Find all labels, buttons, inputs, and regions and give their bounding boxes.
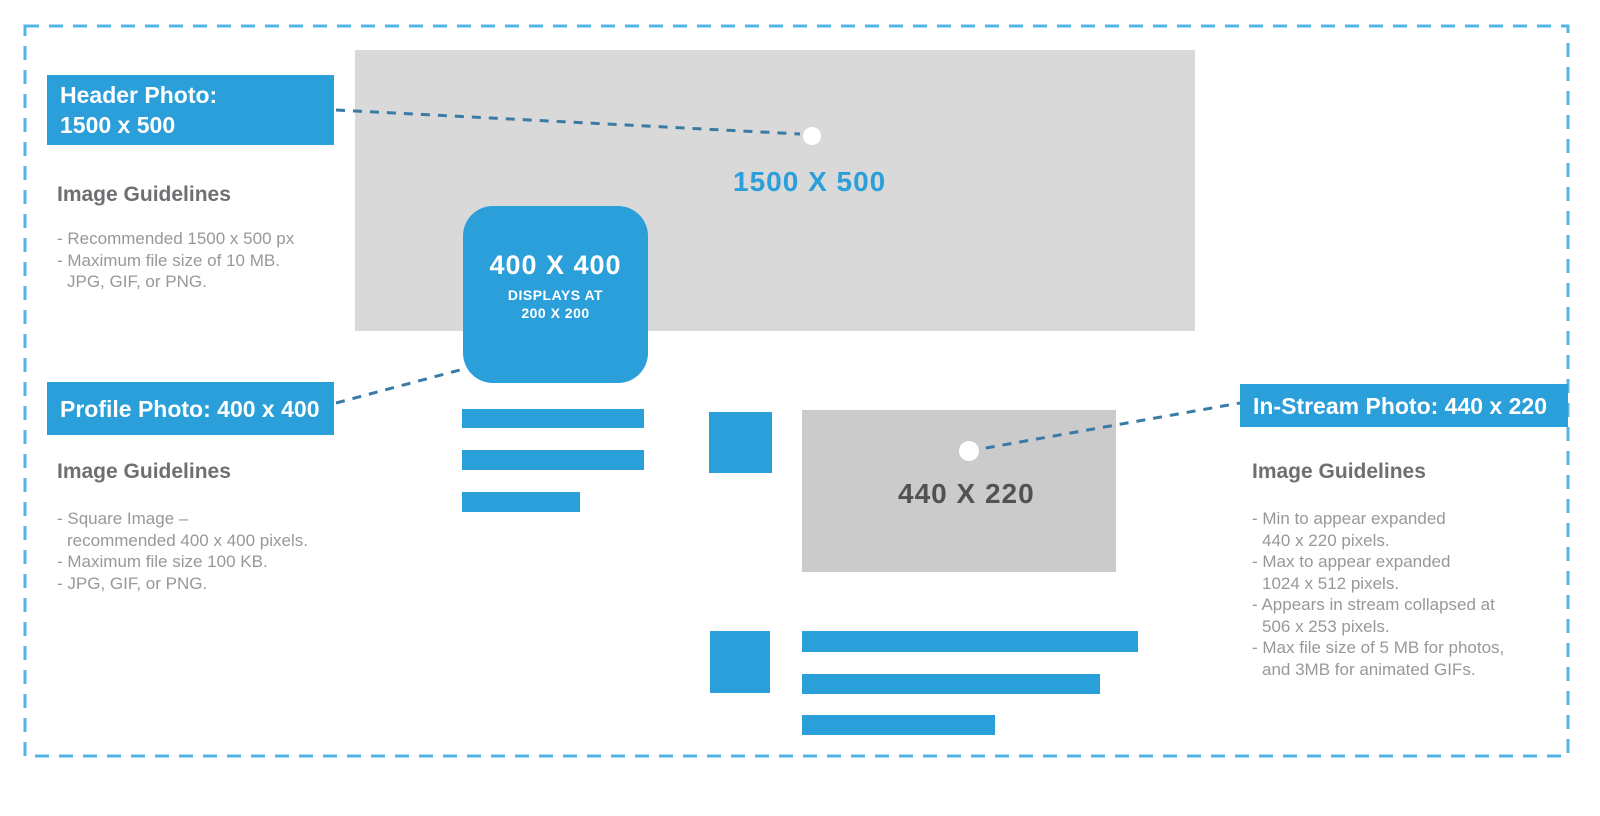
profile-guidelines-list: - Square Image – recommended 400 x 400 pi… [57, 508, 308, 594]
instream-guidelines-title: Image Guidelines [1252, 460, 1426, 483]
guideline-line: 440 x 220 pixels. [1262, 530, 1390, 550]
header-guidelines-list: - Recommended 1500 x 500 px - Maximum fil… [57, 228, 294, 293]
guideline-line: JPG, GIF, or PNG. [67, 272, 207, 291]
tweet-text-bar [462, 409, 644, 428]
tweet-text-bar [802, 631, 1138, 652]
instream-photo-label: In-Stream Photo: 440 x 220 [1240, 384, 1568, 427]
header-photo-label-line2: 1500 x 500 [60, 112, 176, 138]
header-photo-label: Header Photo: 1500 x 500 [47, 75, 334, 145]
profile-photo-label: Profile Photo: 400 x 400 [47, 382, 334, 435]
instream-photo-label-text: In-Stream Photo: 440 x 220 [1253, 392, 1547, 419]
tweet-text-bar [802, 674, 1100, 694]
instream-photo-size-label: 440 X 220 [898, 478, 1035, 509]
instream-guidelines-list: - Min to appear expanded 440 x 220 pixels… [1252, 508, 1504, 680]
header-photo-size-label: 1500 X 500 [733, 166, 887, 197]
profile-photo-label-text: Profile Photo: 400 x 400 [60, 395, 320, 422]
guideline-line: 1024 x 512 pixels. [1262, 573, 1400, 593]
guideline-line: - Recommended 1500 x 500 px [57, 229, 295, 248]
guideline-line: - JPG, GIF, or PNG. [57, 573, 208, 593]
guideline-line: - Max to appear expanded [1252, 552, 1451, 571]
guideline-line: and 3MB for animated GIFs. [1262, 659, 1476, 679]
tweet-text-bar [802, 715, 995, 735]
guideline-line: - Max file size of 5 MB for photos, [1252, 638, 1505, 657]
profile-size-text: 400 X 400 [489, 250, 622, 280]
header-photo-label-line1: Header Photo: [60, 82, 218, 108]
guideline-line: - Maximum file size of 10 MB. [57, 250, 280, 270]
tweet-text-bar [462, 492, 580, 512]
tweet-avatar-square [710, 631, 770, 693]
profile-guidelines-title: Image Guidelines [57, 460, 231, 483]
header-guidelines-title: Image Guidelines [57, 183, 231, 206]
tweet-avatar-square [709, 412, 772, 473]
guideline-line: - Square Image – [57, 509, 189, 528]
guideline-line: recommended 400 x 400 pixels. [67, 530, 308, 550]
guideline-line: - Min to appear expanded [1252, 509, 1446, 528]
guideline-line: - Maximum file size 100 KB. [57, 552, 268, 571]
guideline-line: 506 x 253 pixels. [1262, 616, 1390, 636]
profile-display-size-text: 200 X 200 [521, 305, 590, 321]
profile-displays-at-text: DISPLAYS AT [507, 287, 604, 303]
profile-photo-placeholder: 400 X 400 DISPLAYS AT 200 X 200 [463, 206, 648, 383]
guideline-line: - Appears in stream collapsed at [1252, 595, 1495, 614]
tweet-text-bar [462, 450, 644, 470]
